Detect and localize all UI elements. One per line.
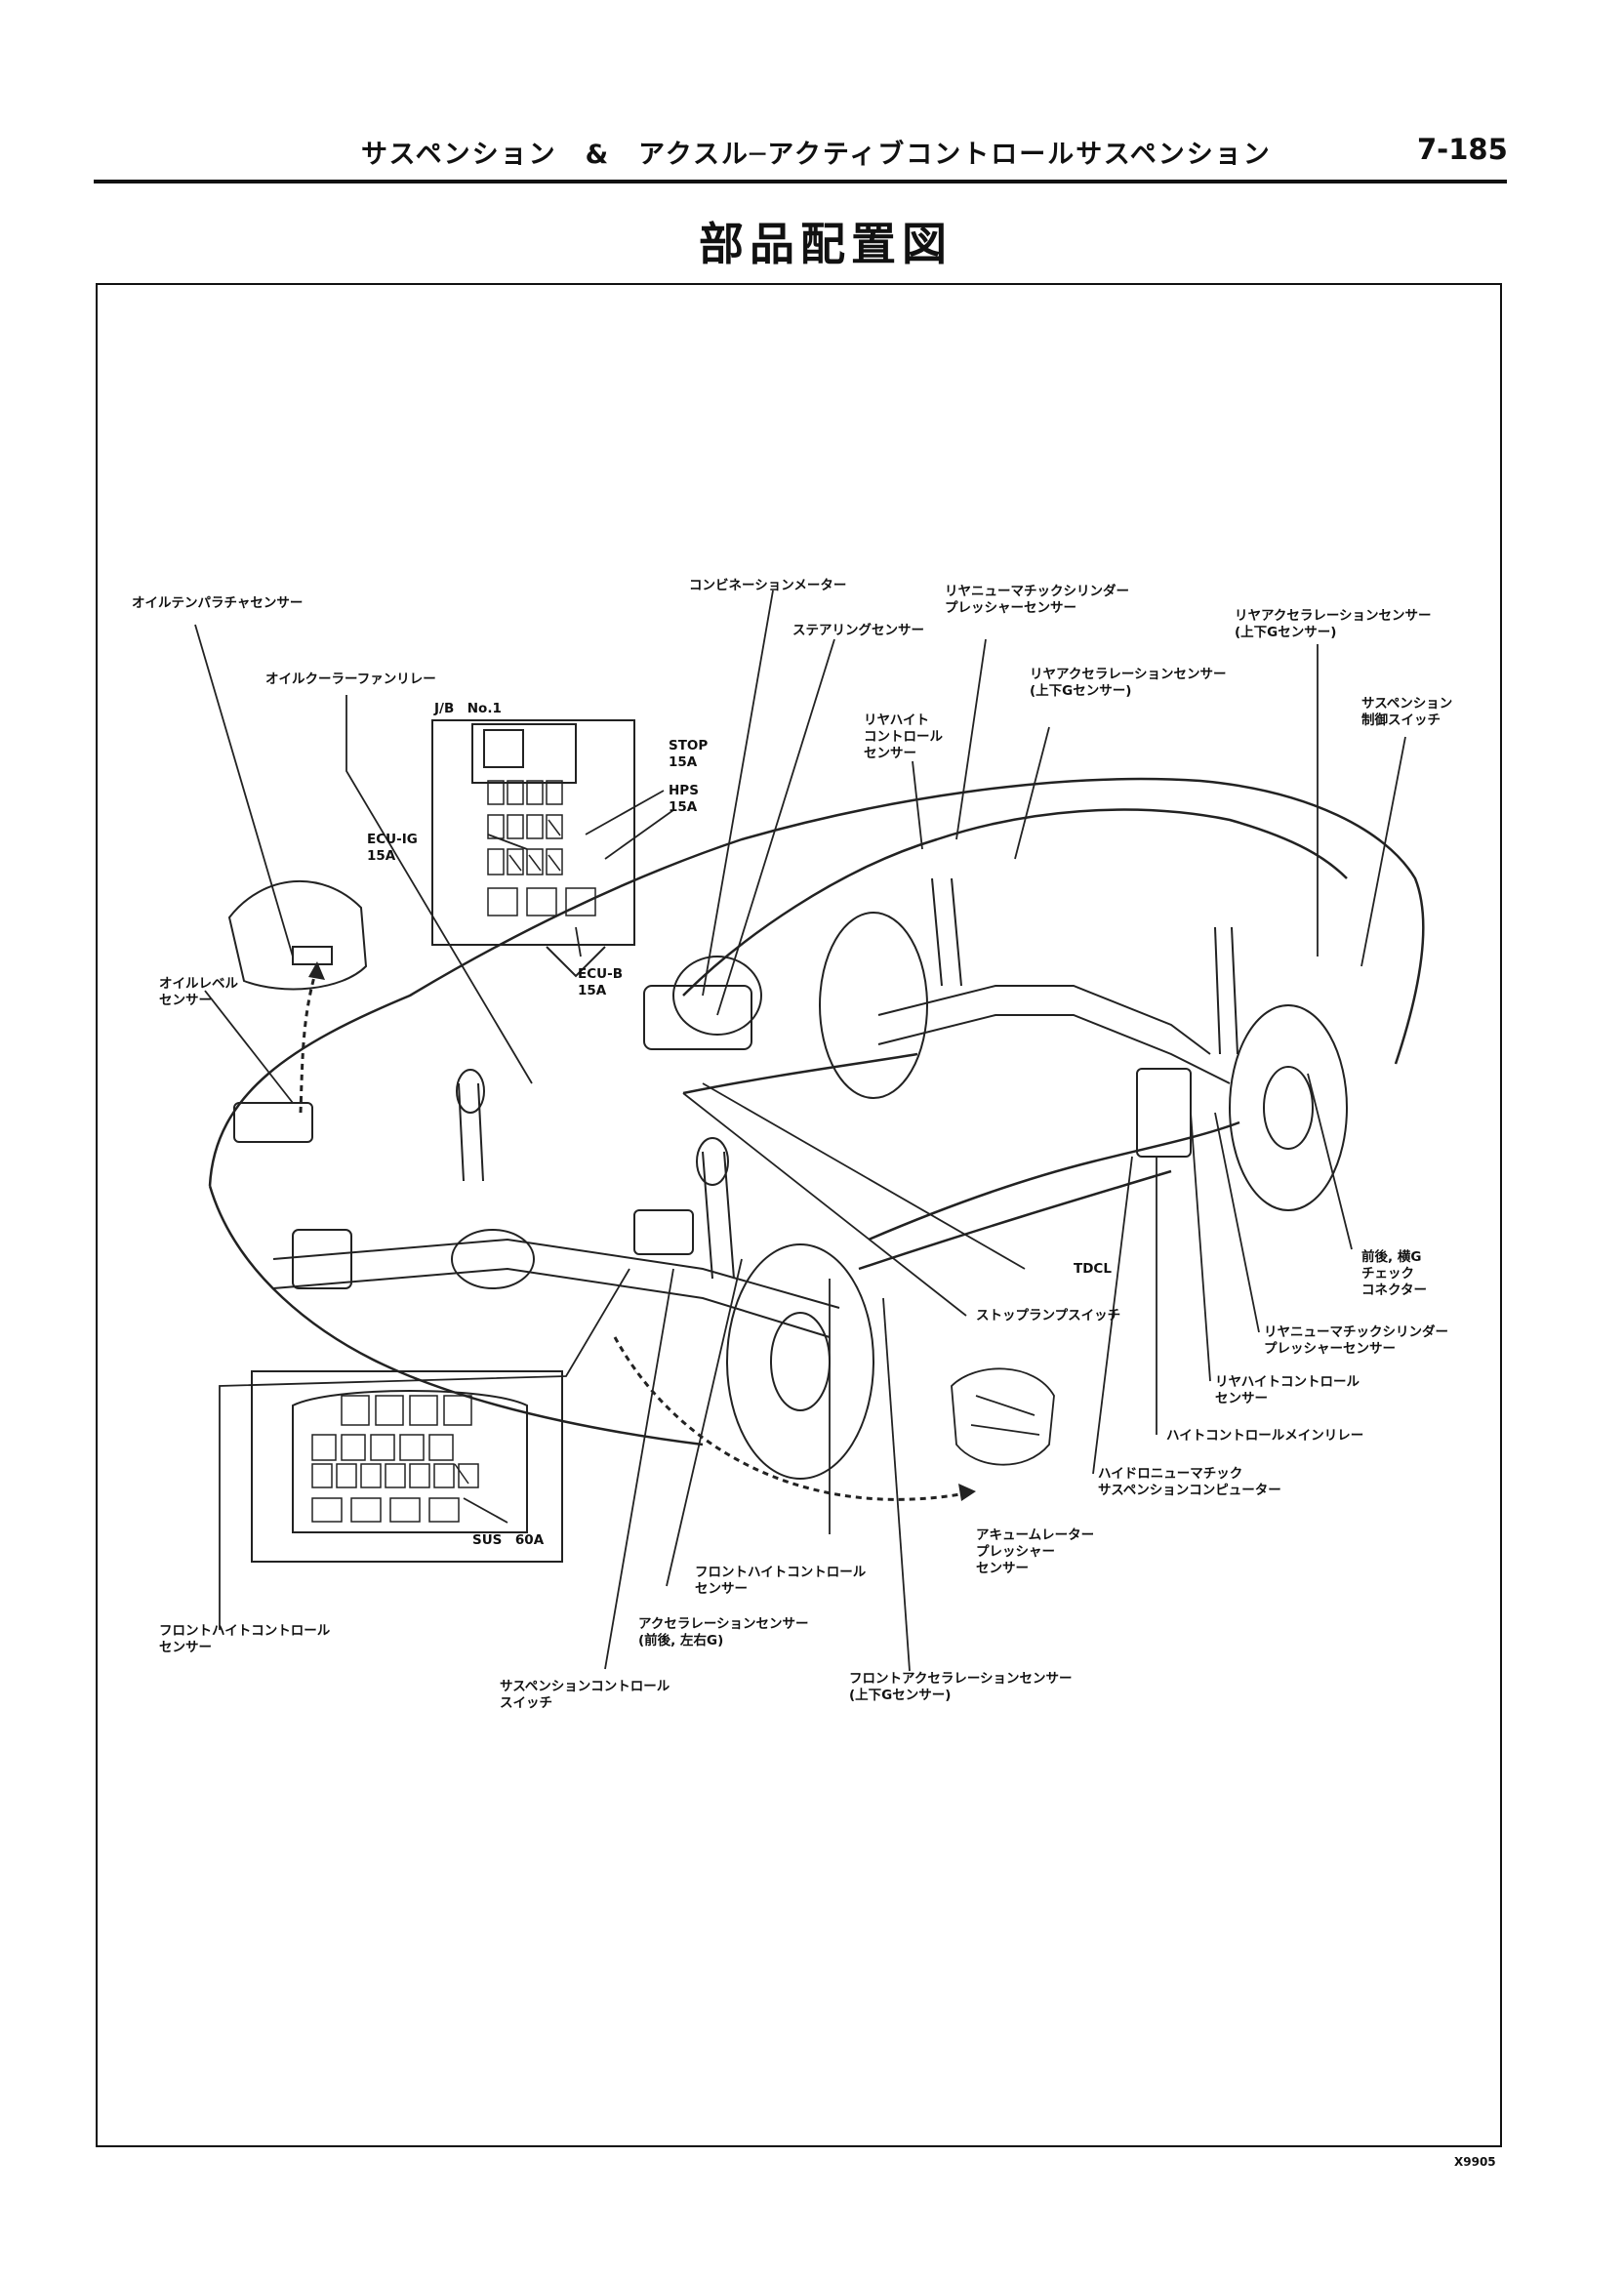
oil-reservoir (227, 879, 368, 991)
wheel-front-right (726, 1243, 874, 1480)
label-rear-cylinder-pressure-sensor-right: リヤニューマチックシリンダー プレッシャーセンサー (1264, 1324, 1448, 1357)
label-rear-acceleration-sensor-top: リヤアクセラレーションセンサー (上下Gセンサー) (1030, 667, 1227, 699)
label-stop-lamp-switch: ストップランプスイッチ (976, 1308, 1121, 1323)
header-title: サスペンション & アクスル─アクティブコントロールサスペンション (361, 140, 1272, 170)
label-oil-cooler-fan-relay: オイルクーラーファンリレー (265, 672, 436, 687)
jb-no1-inset (431, 719, 635, 978)
routing-arrows (299, 965, 967, 1501)
label-tdcl: TDCL (1074, 1261, 1112, 1277)
car-body-outline (208, 777, 1425, 1446)
header-rule (94, 180, 1507, 183)
page-number: 7-185 (1417, 133, 1508, 166)
label-height-control-main-relay: ハイトコントロールメインリレー (1166, 1428, 1364, 1444)
label-suspension-control-switch-right: サスペンション 制御スイッチ (1361, 696, 1453, 728)
label-rear-height-control-sensor-top: リヤハイト コントロール センサー (864, 712, 943, 761)
label-front-height-control-sensor-left: フロントハイトコントロール センサー (159, 1623, 331, 1655)
document-code: X9905 (1454, 2155, 1496, 2169)
front-suspension-assembly (233, 1069, 840, 1338)
label-ecu-b-fuse: ECU-B 15A (578, 966, 623, 998)
wheel-rear-left (819, 912, 928, 1099)
label-hps-fuse: HPS 15A (669, 783, 699, 815)
leader-lines (194, 590, 1406, 1672)
label-front-acceleration-sensor: フロントアクセラレーションセンサー (上下Gセンサー) (849, 1671, 1073, 1703)
label-rear-height-control-sensor-right: リヤハイトコントロール センサー (1215, 1374, 1360, 1406)
label-oil-temperature-sensor: オイルテンパラチャセンサー (132, 595, 304, 611)
page-title: 部品配置図 (699, 218, 953, 270)
accumulator-sketch (951, 1367, 1055, 1466)
label-stop-fuse: STOP 15A (669, 738, 709, 770)
label-accumulator-pressure-sensor: アキュームレーター プレッシャー センサー (976, 1527, 1095, 1576)
diagram-frame (96, 283, 1502, 2147)
label-oil-level-sensor: オイルレベル センサー (159, 976, 238, 1008)
label-rear-acceleration-sensor-right: リヤアクセラレーションセンサー (上下Gセンサー) (1235, 608, 1432, 640)
instrument-panel (643, 956, 762, 1050)
label-sus-fuse: SUS 60A (472, 1532, 545, 1548)
fuse-box-inset (251, 1370, 563, 1563)
label-hydro-pneumatic-suspension-computer: ハイドロニューマチック サスペンションコンピューター (1098, 1466, 1281, 1498)
label-combination-meter: コンビネーションメーター (689, 578, 847, 593)
label-jb-no1: J/B No.1 (434, 701, 502, 716)
label-ecu-ig-fuse: ECU-IG 15A (367, 832, 418, 864)
label-g-check-connector: 前後, 横G チェック コネクター (1361, 1249, 1427, 1298)
label-rear-cylinder-pressure-sensor-top: リヤニューマチックシリンダー プレッシャーセンサー (945, 584, 1129, 616)
rear-axle-assembly (877, 877, 1238, 1158)
label-suspension-control-switch-bottom: サスペンションコントロール スイッチ (500, 1679, 670, 1711)
label-steering-sensor: ステアリングセンサー (792, 623, 924, 638)
label-acceleration-sensor: アクセラレーションセンサー (前後, 左右G) (638, 1616, 809, 1649)
wheel-rear-right (1229, 1004, 1348, 1211)
arrow-heads (308, 961, 976, 1501)
hatched-fuses (454, 819, 561, 1485)
label-front-height-control-sensor-mid: フロントハイトコントロール センサー (695, 1565, 867, 1597)
